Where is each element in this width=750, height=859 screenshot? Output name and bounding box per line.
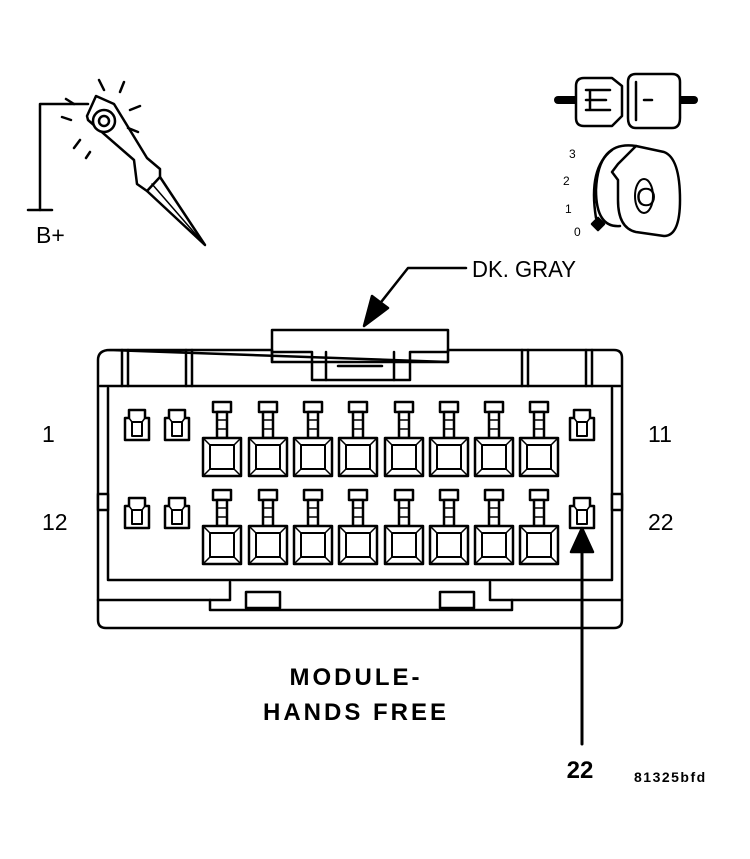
ignition-position-3: 3 [569, 147, 576, 161]
pin-label-1: 1 [42, 421, 55, 447]
pin-cavity-8 [428, 400, 470, 478]
pin-cavity-14 [201, 488, 243, 566]
pin-cavity-4 [247, 400, 289, 478]
pin-label-22: 22 [648, 509, 674, 535]
connector-body [96, 328, 624, 630]
pin-cavity-7 [383, 400, 425, 478]
pin-cavity-11 [568, 408, 596, 442]
b-plus-label: B+ [36, 222, 65, 248]
pin-cavity-1 [123, 408, 151, 442]
ignition-position-2: 2 [563, 174, 570, 188]
pin-cavity-12 [123, 496, 151, 530]
pin-cavity-5 [292, 400, 334, 478]
pin-row-bottom [123, 488, 596, 566]
pin-cavity-19 [428, 488, 470, 566]
pin-22-callout-arrow [569, 526, 595, 746]
pin-cavity-10 [518, 400, 560, 478]
pin-label-12: 12 [42, 509, 68, 535]
pin-row-top [123, 400, 596, 478]
pin-cavity-9 [473, 400, 515, 478]
module-title-line2: HANDS FREE [263, 699, 449, 726]
pin-cavity-22 [568, 496, 596, 530]
pin-cavity-2 [163, 408, 191, 442]
connector-color-label: DK. GRAY [472, 256, 576, 282]
pin-cavity-6 [337, 400, 379, 478]
pin-cavity-21 [518, 488, 560, 566]
light-rays-icon [60, 78, 142, 160]
pin-cavity-20 [473, 488, 515, 566]
pin-cavity-17 [337, 488, 379, 566]
ignition-position-1: 1 [565, 202, 572, 216]
pin-cavity-3 [201, 400, 243, 478]
test-light-icon [26, 78, 207, 247]
ignition-key-icon [554, 72, 698, 238]
callout-pin-label: 22 [567, 757, 594, 784]
pin-cavity-13 [163, 496, 191, 530]
ignition-position-0: 0 [574, 225, 581, 239]
pin-label-11: 11 [648, 421, 672, 447]
pin-cavity-16 [292, 488, 334, 566]
figure-code: 81325bfd [634, 769, 707, 785]
ignition-key-label: O [636, 182, 656, 212]
pin-cavity-15 [247, 488, 289, 566]
module-title-line1: MODULE- [290, 664, 423, 691]
pin-cavity-18 [383, 488, 425, 566]
color-callout [362, 266, 468, 328]
